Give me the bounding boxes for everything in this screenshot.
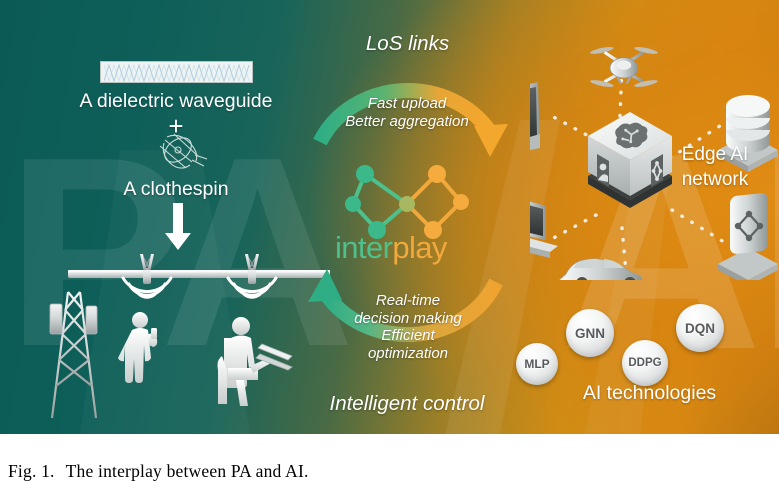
network-node-icon [718,193,778,280]
figure-caption: Fig. 1. The interplay between PA and AI. [8,461,768,482]
plus-symbol: + [168,111,184,141]
efficient-line: Efficient [381,327,435,345]
edge-ai-network-graphic [530,46,778,280]
antenna-panels [49,303,98,335]
edge-ai-line2: network [681,168,749,190]
database-server-icon [718,95,778,172]
interplay-wordmark: interplay [335,230,485,266]
bubble-ddpg: DDPG [622,340,668,386]
figure-number: Fig. 1. [8,461,55,481]
decision-making-line: decision making [354,309,462,327]
interplay-text-green: inter [335,230,393,265]
clothespin-label: A clothespin [123,178,229,200]
bubble-gnn: GNN [566,309,614,357]
deployment-scene [49,254,330,420]
figure-caption-text: The interplay between PA and AI. [65,461,309,481]
laptop-icon [530,201,558,258]
top-arc-arrowhead [474,124,508,157]
down-arrow-icon [165,203,191,250]
real-time-line: Real-time [375,292,441,309]
clothespin-mount-2 [245,254,259,284]
edge-ai-cube-icon [588,112,672,208]
control-benefits-label: Real-time decision making Efficient opti… [300,292,516,363]
ai-technologies-bubbles: GNN DQN MLP DDPG [500,295,779,405]
edge-ai-network-label: Edge AI network [660,143,770,192]
los-links-label: LoS links [365,32,450,55]
bubble-ddpg-label: DDPG [628,357,662,369]
intelligent-control-label: Intelligent control [329,392,485,415]
car-icon [558,258,643,280]
ai-technologies-label: AI technologies [582,382,717,404]
signal-waves-1 [121,276,173,299]
bubble-dqn: DQN [676,304,724,352]
clothespin-mount-1 [140,254,154,284]
background-wedges [0,0,779,434]
bubble-dqn-label: DQN [685,320,715,336]
top-arc-path [313,83,497,146]
interplay-text-orange: play [392,230,447,265]
signal-waves-2 [226,276,278,299]
laptop-small-icon [255,343,293,371]
cell-tower-icon [50,290,98,420]
interplay-cycle-arrows [308,83,508,343]
optimization-line: optimization [367,345,449,363]
waveguide-zigzag-pattern [104,64,250,82]
better-aggregation-line: Better aggregation [345,112,469,130]
figure-image: PA AI A dielectric waveguide + A clothes… [0,0,779,434]
dielectric-waveguide-graphic [100,61,253,83]
person-seated-icon [217,317,271,406]
bottom-arc-arrowhead [308,269,342,302]
bubble-mlp-label: MLP [524,357,550,371]
edge-ai-line1: Edge AI [681,144,749,165]
interplay-logo-graph-icon [345,165,469,239]
waveguide-label: A dielectric waveguide [79,90,273,112]
bottom-arc-path [319,278,503,343]
clothespin-icon [159,133,208,169]
bubble-gnn-label: GNN [575,325,605,341]
smartphone-icon [530,82,540,151]
person-standing-icon [118,312,158,383]
drone-icon [590,46,658,87]
watermark-pa: PA [6,118,355,388]
upload-benefits-label: Fast upload Better aggregation [296,95,518,130]
fast-upload-line: Fast upload [367,95,447,112]
bubble-mlp: MLP [516,343,558,385]
network-connection-dots [544,64,728,274]
